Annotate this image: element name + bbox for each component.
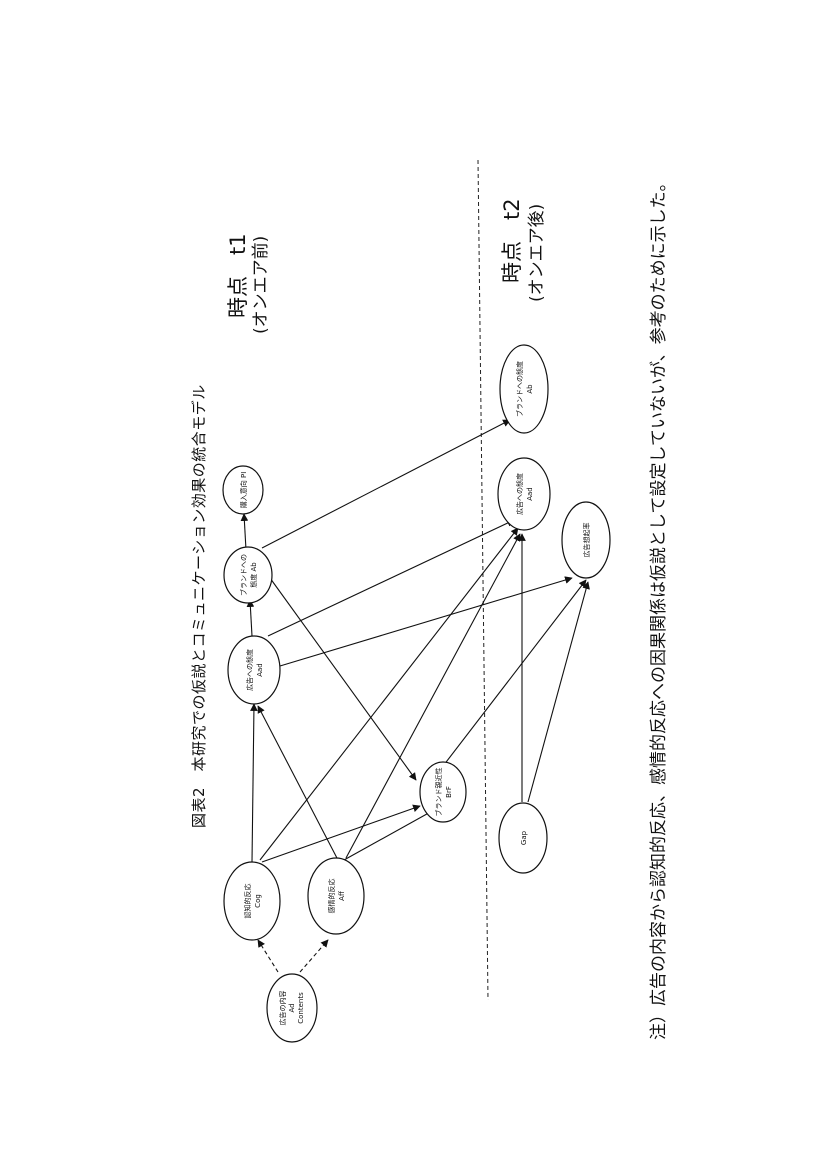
svg-text:ブランドへの: ブランドへの [239,554,248,596]
node-aad-t1 [227,635,281,705]
node-brand-fam [419,761,467,823]
edge-content-to-affective [299,939,329,973]
edge-brand-fam-to-ad-recall [439,579,587,771]
svg-text:認知的反応: 認知的反応 [243,884,252,919]
node-aad-t2-label: 広告への態度 Aad [515,473,534,515]
node-ad-recall [561,501,611,579]
svg-text:ブランドへの態度: ブランドへの態度 [515,361,524,417]
svg-text:Contents: Contents [297,992,305,1024]
node-affective-label: 感情的反応 Aff [327,879,346,914]
edge-content-to-cognitive [257,939,279,973]
svg-text:広告への態度: 広告への態度 [245,649,254,691]
edge-aad-to-ad-recall [279,576,573,667]
node-ab-t2-label: ブランドへの態度 Ab [515,361,534,417]
svg-text:感情的反応: 感情的反応 [327,879,336,914]
edge-ab-to-brand-fam [269,577,417,781]
svg-text:Ad: Ad [288,1003,296,1012]
svg-text:購入意向 PI: 購入意向 PI [239,472,248,509]
svg-text:ブランド親近性: ブランド親近性 [434,768,443,817]
svg-text:広告への態度: 広告への態度 [515,473,524,515]
node-ab-t1 [223,546,273,604]
svg-text:Cog: Cog [254,894,262,908]
edge-cognitive-to-aad-t2 [259,527,519,861]
edge-affective-to-brand-fam [343,809,435,861]
svg-text:広告の内容: 広告の内容 [278,991,287,1026]
node-cognitive-label: 認知的反応 Cog [243,884,262,919]
edge-affective-to-aad-t2 [345,533,521,859]
svg-text:Gap: Gap [520,830,528,845]
svg-text:Aff: Aff [338,891,346,901]
node-ad-recall-label: 広告想起率 [582,523,591,558]
edge-ab-to-ab-t2 [261,419,511,549]
node-cognitive [223,861,281,941]
edge-gap-to-ad-recall [527,581,590,803]
timepoint-separator [477,159,489,1001]
node-gap-label: Gap [520,830,528,845]
edge-affective-to-aad [257,705,339,861]
svg-text:BrF: BrF [445,786,453,798]
node-aad-t2 [497,457,551,531]
edge-aad-to-ab [246,599,255,637]
svg-text:Aad: Aad [526,487,534,501]
svg-text:Aad: Aad [256,663,264,677]
node-ad-content-label: 広告の内容 Ad Contents [278,991,305,1026]
svg-text:Ab: Ab [526,384,534,394]
node-ab-t2 [499,344,549,434]
node-purchase [222,465,264,515]
node-gap [498,802,548,874]
node-brand-fam-label: ブランド親近性 BrF [434,768,453,817]
edge-cognitive-to-aad [250,703,258,863]
edge-ab-to-purchase [240,513,249,551]
node-aad-t1-label: 広告への態度 Aad [245,649,264,691]
node-purchase-label: 購入意向 PI [239,472,248,509]
edge-cognitive-to-brand-fam [261,804,421,863]
svg-text:態度 Ab: 態度 Ab [249,562,258,588]
node-ab-t1-label: ブランドへの 態度 Ab [239,554,258,596]
node-ad-content [266,973,318,1043]
svg-text:広告想起率: 広告想起率 [582,523,591,558]
node-affective [307,857,365,935]
edge-aad-to-aad-t2 [267,519,515,637]
